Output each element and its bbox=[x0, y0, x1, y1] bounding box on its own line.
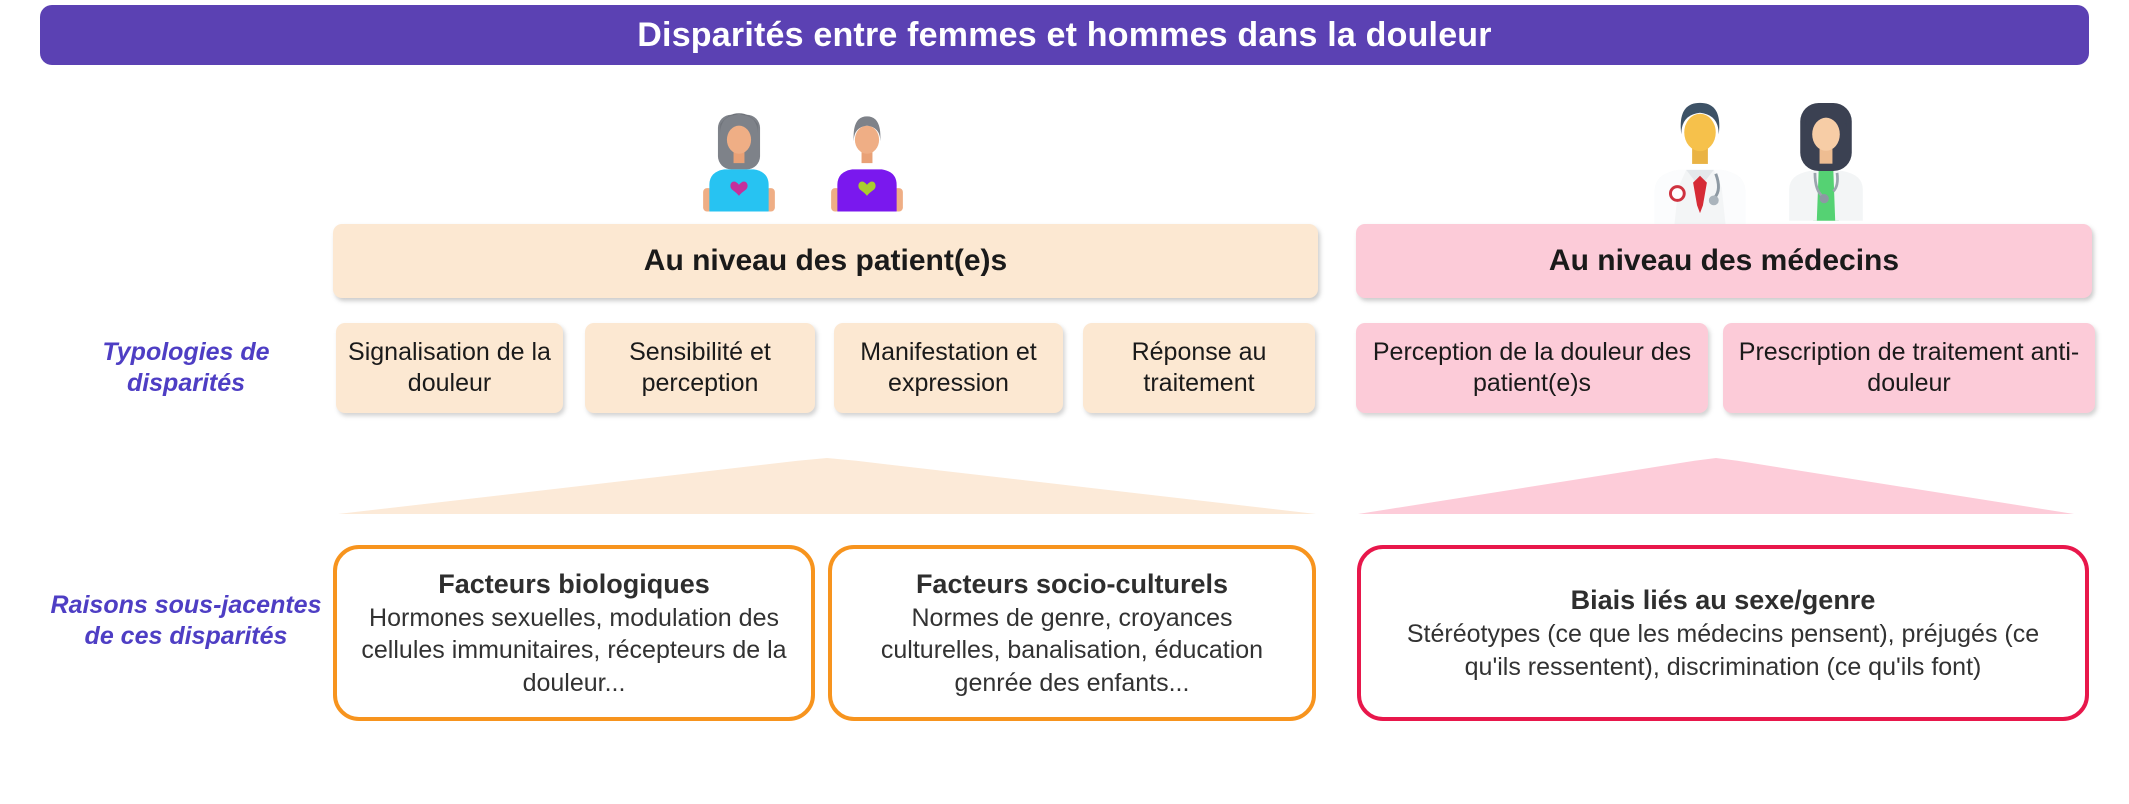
typology-box-manifestation: Manifestation et expression bbox=[834, 323, 1063, 413]
reason-box-socio-culturels: Facteurs socio-culturels Normes de genre… bbox=[828, 545, 1316, 721]
reason-box-biais: Biais liés au sexe/genre Stéréotypes (ce… bbox=[1357, 545, 2089, 721]
typology-box-sensibilite: Sensibilité et perception bbox=[585, 323, 815, 413]
page-title: Disparités entre femmes et hommes dans l… bbox=[637, 15, 1492, 54]
reason-box-biologiques: Facteurs biologiques Hormones sexuelles,… bbox=[333, 545, 815, 721]
reason-title: Facteurs biologiques bbox=[438, 568, 710, 599]
man-patient-icon bbox=[831, 116, 903, 212]
patients-funnel-triangle bbox=[338, 458, 1316, 514]
title-banner: Disparités entre femmes et hommes dans l… bbox=[40, 5, 2089, 65]
man-doctor-icon bbox=[1654, 102, 1746, 225]
typology-box-signalisation: Signalisation de la douleur bbox=[336, 323, 563, 413]
medecins-funnel-triangle bbox=[1358, 458, 2074, 514]
reason-body: Hormones sexuelles, modulation des cellu… bbox=[361, 603, 787, 697]
reason-body: Stéréotypes (ce que les médecins pensent… bbox=[1406, 620, 2040, 681]
reason-title: Facteurs socio-culturels bbox=[915, 568, 1229, 599]
typology-box-reponse: Réponse au traitement bbox=[1083, 323, 1315, 413]
typologies-row-label: Typologies de disparités bbox=[102, 338, 270, 398]
woman-doctor-icon bbox=[1789, 102, 1863, 221]
typology-box-perception: Perception de la douleur des patient(e)s bbox=[1356, 323, 1708, 413]
reason-body: Normes de genre, croyances culturelles, … bbox=[880, 603, 1264, 697]
reason-title: Biais liés au sexe/genre bbox=[1570, 584, 1876, 615]
typology-box-prescription: Prescription de traitement anti-douleur bbox=[1723, 323, 2095, 413]
raisons-row-label: Raisons sous-jacentes de ces disparités bbox=[50, 591, 322, 651]
patients-icons-group bbox=[700, 95, 906, 225]
medecins-column-header: Au niveau des médecins bbox=[1356, 224, 2092, 298]
doctors-icons-group bbox=[1648, 95, 1872, 225]
patients-column-header: Au niveau des patient(e)s bbox=[333, 224, 1318, 298]
woman-patient-icon bbox=[703, 113, 775, 212]
